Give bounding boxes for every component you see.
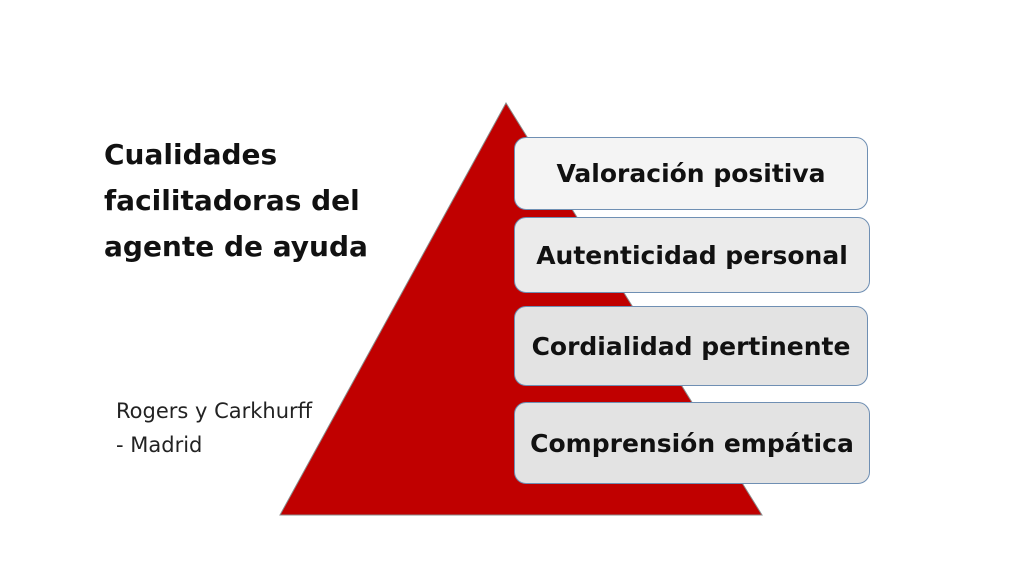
slide-title: Cualidades facilitadoras del agente de a…	[104, 138, 368, 263]
level-box-autenticidad: Autenticidad personal	[514, 217, 870, 293]
level-box-comprension: Comprensión empática	[514, 402, 870, 484]
citation-text: Rogers y Carkhurff - Madrid	[116, 399, 313, 457]
level-box-valoracion: Valoración positiva	[514, 137, 868, 210]
level-box-cordialidad: Cordialidad pertinente	[514, 306, 868, 386]
